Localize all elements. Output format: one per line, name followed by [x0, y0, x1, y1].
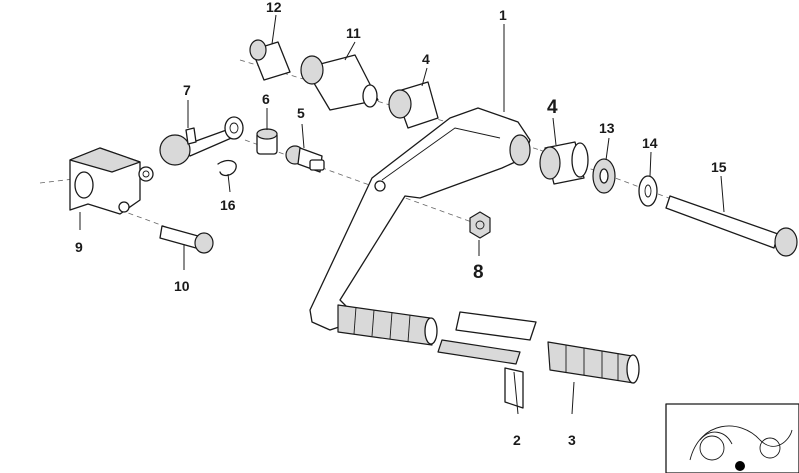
- callout-12: 12: [266, 0, 282, 15]
- callout-10: 10: [174, 278, 190, 294]
- part-4-lower-bush: [539, 141, 589, 185]
- callout-16: 16: [220, 197, 236, 213]
- part-11-long-bush: [300, 54, 379, 111]
- part-7-ball-joint: [159, 116, 244, 166]
- part-2-rubber: [437, 311, 537, 409]
- inset-thumbnail: [665, 403, 799, 473]
- leader-lines: [79, 14, 725, 415]
- callout-5: 5: [297, 105, 305, 121]
- callout-2: 2: [513, 432, 521, 448]
- part-9-clevis: [69, 147, 154, 215]
- part-15-long-bolt: [665, 195, 798, 257]
- part-1-lever: [309, 107, 531, 331]
- part-10-bolt: [159, 225, 214, 254]
- inset-marker-dot: [735, 461, 745, 471]
- callout-4-upper: 4: [422, 51, 430, 67]
- callout-1: 1: [499, 7, 507, 23]
- callout-8: 8: [473, 262, 484, 283]
- callout-9: 9: [75, 239, 83, 255]
- callout-3: 3: [568, 432, 576, 448]
- part-12-sleeve: [249, 39, 291, 81]
- part-8-nut: [469, 211, 491, 239]
- callout-7: 7: [183, 82, 191, 98]
- part-3-peg-rubber: [547, 341, 640, 384]
- part-5-pin: [285, 145, 325, 173]
- callout-13: 13: [599, 120, 615, 136]
- callout-6: 6: [262, 91, 270, 107]
- part-6-bush: [256, 128, 278, 155]
- part-4-upper-bush: [388, 81, 439, 129]
- callout-4-lower: 4: [547, 97, 558, 118]
- callout-14: 14: [642, 135, 658, 151]
- part-16-clip: [217, 159, 237, 177]
- part-13-washer: [592, 158, 616, 194]
- callout-11: 11: [346, 25, 361, 41]
- callout-15: 15: [711, 159, 727, 175]
- lever-foot-peg: [337, 304, 438, 346]
- part-14-washer: [638, 175, 658, 207]
